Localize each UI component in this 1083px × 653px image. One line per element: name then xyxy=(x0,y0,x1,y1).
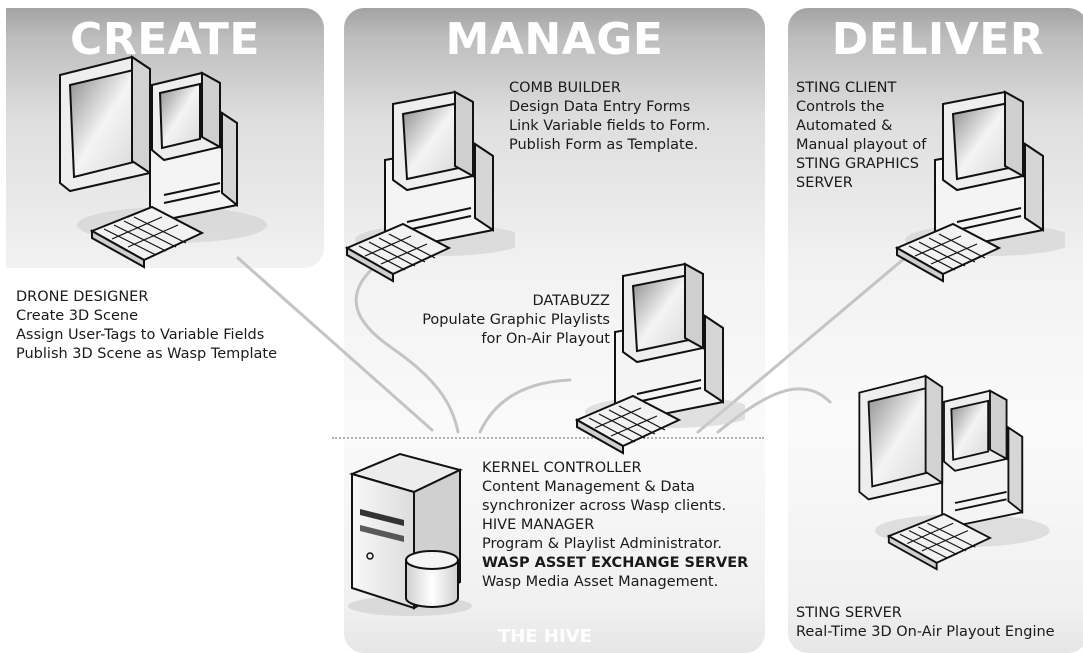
sting-client-line: Manual playout of xyxy=(796,137,927,153)
comb-builder-line: Design Data Entry Forms xyxy=(509,99,691,115)
hive-divider xyxy=(332,437,764,439)
drone-designer-title: DRONE DESIGNER xyxy=(16,289,149,305)
hive-manager-title: HIVE MANAGER xyxy=(482,517,595,533)
create-heading: CREATE xyxy=(70,14,260,65)
hive-server-block: KERNEL CONTROLLER Content Management & D… xyxy=(482,459,748,592)
comb-builder-block: COMB BUILDER Design Data Entry Forms Lin… xyxy=(509,79,710,155)
database-cylinder-icon xyxy=(405,550,459,608)
desktop-computer-icon xyxy=(346,91,515,282)
hive-heading: THE HIVE xyxy=(498,626,592,647)
drone-designer-block: DRONE DESIGNER Create 3D Scene Assign Us… xyxy=(16,288,277,364)
sting-server-title: STING SERVER xyxy=(796,605,902,621)
databuzz-title: DATABUZZ xyxy=(532,293,610,309)
sting-server-line: Real-Time 3D On-Air Playout Engine xyxy=(796,624,1055,640)
drone-designer-line: Create 3D Scene xyxy=(16,308,138,324)
sting-client-title: STING CLIENT xyxy=(796,80,897,96)
sting-client-line: Controls the xyxy=(796,99,885,115)
wire-databuzz xyxy=(478,378,572,434)
kernel-controller-line: Content Management & Data xyxy=(482,479,695,495)
sting-server-block: STING SERVER Real-Time 3D On-Air Playout… xyxy=(796,604,1055,642)
sting-client-line: STING GRAPHICS xyxy=(796,156,919,172)
drone-designer-line: Publish 3D Scene as Wasp Template xyxy=(16,346,277,362)
wire-comb-builder xyxy=(354,260,460,434)
kernel-controller-title: KERNEL CONTROLLER xyxy=(482,460,642,476)
sting-client-line: SERVER xyxy=(796,175,853,191)
asset-exchange-line: Wasp Media Asset Management. xyxy=(482,574,719,590)
comb-builder-line: Link Variable fields to Form. xyxy=(509,118,711,134)
databuzz-line: Populate Graphic Playlists xyxy=(422,312,610,328)
kernel-controller-line: synchronizer across Wasp clients. xyxy=(482,498,727,514)
sting-client-line: Automated & xyxy=(796,118,893,134)
comb-builder-line: Publish Form as Template. xyxy=(509,137,699,153)
desktop-computer-icon xyxy=(59,56,268,268)
asset-exchange-title: WASP ASSET EXCHANGE SERVER xyxy=(482,555,749,571)
databuzz-block: DATABUZZ Populate Graphic Playlists for … xyxy=(390,292,610,349)
wire-drone-designer xyxy=(236,256,434,432)
comb-builder-title: COMB BUILDER xyxy=(509,80,621,96)
drone-designer-line: Assign User-Tags to Variable Fields xyxy=(16,327,265,343)
sting-client-block: STING CLIENT Controls the Automated & Ma… xyxy=(796,79,926,193)
databuzz-line: for On-Air Playout xyxy=(481,331,610,347)
manage-heading: MANAGE xyxy=(445,14,664,65)
deliver-heading: DELIVER xyxy=(831,14,1045,65)
desktop-computer-icon xyxy=(858,375,1051,571)
hive-manager-line: Program & Playlist Administrator. xyxy=(482,536,722,552)
server-tower-icon xyxy=(348,452,472,616)
